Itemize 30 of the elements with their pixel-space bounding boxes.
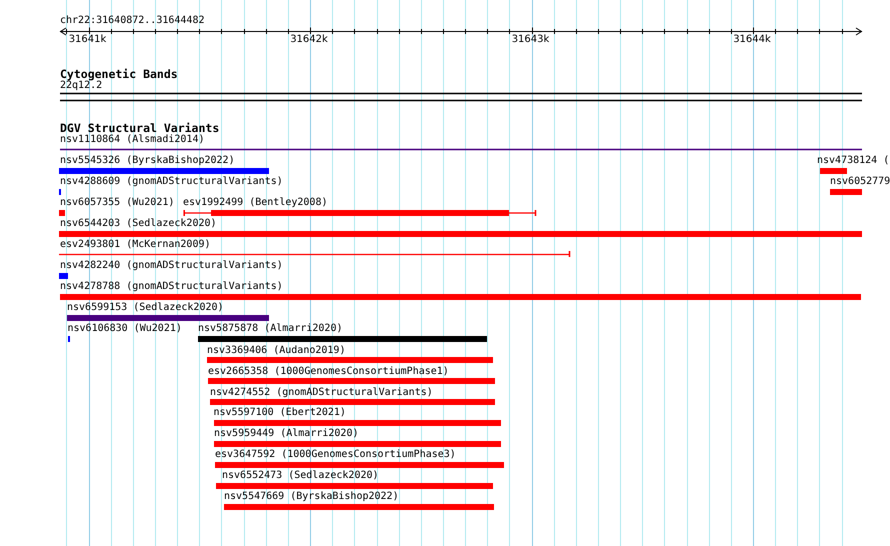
track-title: DGV Structural Variants xyxy=(60,122,220,134)
track-title: Cytogenetic Bands xyxy=(60,68,178,80)
feature-label: nsv5547669 (ByrskaBishop2022) xyxy=(224,491,399,503)
feature-label: nsv6052779 xyxy=(830,176,890,188)
feature-label: nsv1110864 (Alsmadi2014) xyxy=(60,134,204,146)
locus-label: chr22:31640872..31644482 xyxy=(60,15,204,27)
feature-label: nsv4278788 (gnomADStructuralVariants) xyxy=(60,281,283,293)
feature-label: esv2493801 (McKernan2009) xyxy=(60,239,211,251)
feature-label: nsv4288609 (gnomADStructuralVariants) xyxy=(60,176,283,188)
feature-label: nsv5959449 (Almarri2020) xyxy=(214,428,358,440)
feature-label: nsv4738124 ( xyxy=(817,155,890,167)
feature-label: nsv3369406 (Audano2019) xyxy=(207,344,346,356)
feature-label: nsv6544203 (Sedlazeck2020) xyxy=(60,218,217,230)
feature-label: esv3647592 (1000GenomesConsortiumPhase3) xyxy=(215,449,456,461)
feature-label: nsv6106830 (Wu2021) xyxy=(68,323,182,335)
feature-label: nsv4282240 (gnomADStructuralVariants) xyxy=(60,260,283,272)
tick-label: 31643k xyxy=(512,34,550,46)
feature-label: esv2665358 (1000GenomesConsortiumPhase1) xyxy=(208,366,449,378)
tick-label: 31641k xyxy=(68,34,106,46)
feature-label: nsv5545326 (ByrskaBishop2022) xyxy=(60,155,235,167)
feature-label: nsv6599153 (Sedlazeck2020) xyxy=(67,302,224,314)
tick-label: 31642k xyxy=(290,34,328,46)
feature-label: nsv5875878 (Almarri2020) xyxy=(198,323,342,335)
tick-label: 31644k xyxy=(733,34,771,46)
feature-label: nsv6057355 (Wu2021) xyxy=(60,197,174,209)
feature-label: nsv4274552 (gnomADStructuralVariants) xyxy=(210,386,433,398)
feature-label: nsv5597100 (Ebert2021) xyxy=(214,407,346,419)
feature-label: nsv6552473 (Sedlazeck2020) xyxy=(222,470,379,482)
feature-label: esv1992499 (Bentley2008) xyxy=(183,197,328,209)
cytoband-label: 22q12.2 xyxy=(60,80,102,92)
